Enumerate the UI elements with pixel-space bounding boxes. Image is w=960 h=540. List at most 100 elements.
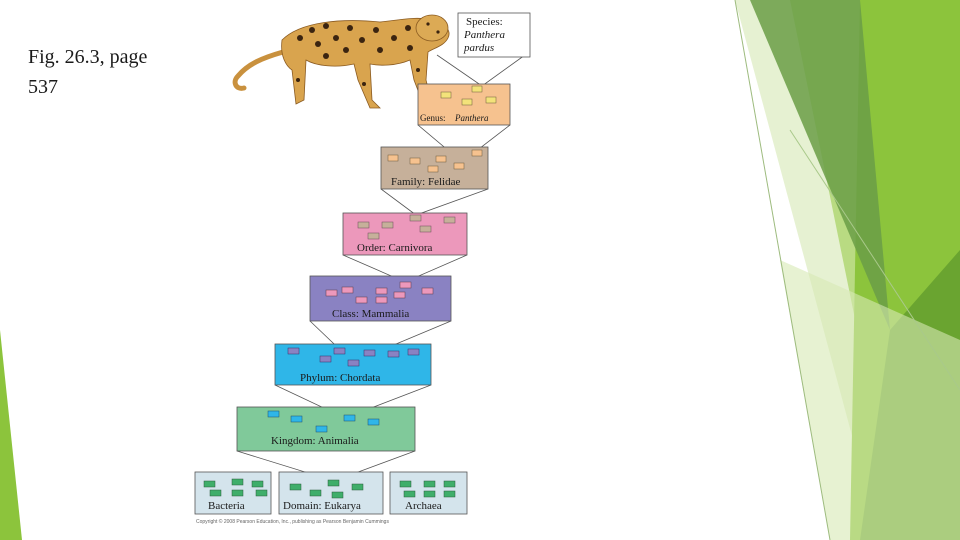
family-member <box>471 149 483 157</box>
phylum-member <box>387 350 400 358</box>
eukarya-member <box>351 483 364 491</box>
eukarya-member <box>331 491 344 499</box>
leopard-spot <box>315 41 321 47</box>
domain-label-eukarya: Domain: Eukarya <box>283 500 361 512</box>
order-member <box>367 232 380 240</box>
phylum-member <box>347 359 360 367</box>
bacteria-member <box>203 480 216 488</box>
order-member <box>357 221 370 229</box>
kingdom-member <box>290 415 303 423</box>
domain-label-bacteria: Bacteria <box>208 500 245 512</box>
class-member <box>341 286 354 294</box>
order-member <box>443 216 456 224</box>
phylum-member <box>333 347 346 355</box>
order-member <box>381 221 394 229</box>
leopard-spot <box>323 53 329 59</box>
archaea-member <box>443 480 456 488</box>
archaea-member <box>399 480 412 488</box>
eukarya-member <box>327 479 340 487</box>
domain-label-archaea: Archaea <box>405 500 442 512</box>
species-genus-word: Panthera <box>463 29 505 41</box>
species-label: Species: <box>466 16 503 28</box>
species-box <box>457 12 531 58</box>
funnel-species-genus <box>436 54 526 87</box>
class-member <box>375 287 388 295</box>
family-member <box>387 154 399 162</box>
leopard-spot <box>297 35 303 41</box>
order-member <box>419 225 432 233</box>
kingdom-label: Kingdom: Animalia <box>271 435 359 447</box>
genus-label: Genus: <box>420 113 446 123</box>
leopard-spot <box>436 30 440 34</box>
archaea-member <box>423 490 436 498</box>
class-member <box>325 289 338 297</box>
kingdom-member <box>315 425 328 433</box>
class-label: Class: Mammalia <box>332 308 409 320</box>
bacteria-member <box>251 480 264 488</box>
genus-member <box>440 91 452 99</box>
facet-line <box>789 129 960 391</box>
kingdom-member <box>367 418 380 426</box>
phylum-member <box>407 348 420 356</box>
leopard-spot <box>391 35 397 41</box>
leopard-spot <box>343 47 349 53</box>
phylum-member <box>287 347 300 355</box>
leopard-spot <box>333 35 339 41</box>
eukarya-member <box>309 489 322 497</box>
leopard-spot <box>359 37 365 43</box>
phylum-label: Phylum: Chordata <box>300 372 380 384</box>
figure-caption: Fig. 26.3, page 537 <box>28 42 147 102</box>
funnel-family-order <box>380 188 489 216</box>
caption-line-1: Fig. 26.3, page <box>28 46 148 68</box>
leopard-spot <box>426 22 430 26</box>
copyright-notice: Copyright © 2008 Pearson Education, Inc.… <box>196 518 389 525</box>
archaea-member <box>443 490 456 498</box>
class-member <box>355 296 368 304</box>
kingdom-member <box>267 410 280 418</box>
leopard-spot <box>323 23 329 29</box>
leopard-body <box>281 17 450 109</box>
class-member <box>393 291 406 299</box>
genus-name: Panthera <box>454 113 489 123</box>
class-member <box>421 287 434 295</box>
order-label: Order: Carnivora <box>357 242 433 254</box>
right-dark-green-facet <box>750 0 890 330</box>
bacteria-member <box>231 489 244 497</box>
archaea-member <box>403 490 416 498</box>
class-member <box>399 281 412 289</box>
leopard-head <box>415 14 449 42</box>
family-member <box>435 155 447 163</box>
bacteria-member <box>209 489 222 497</box>
genus-member <box>471 85 483 93</box>
genus-member <box>485 96 497 104</box>
eukarya-member <box>289 483 302 491</box>
leopard-spot <box>373 27 379 33</box>
leopard-spot <box>407 45 413 51</box>
leopard-spot <box>347 25 353 31</box>
class-member <box>375 296 388 304</box>
archaea-member <box>423 480 436 488</box>
leopard-tail <box>232 49 286 91</box>
caption-line-2: 537 <box>28 76 58 98</box>
leopard-spot <box>405 25 411 31</box>
family-member <box>453 162 465 170</box>
species-species-word: pardus <box>463 42 494 54</box>
facet-line <box>734 0 831 540</box>
left-green-sliver <box>0 330 22 540</box>
leopard-spot <box>377 47 383 53</box>
bacteria-member <box>231 478 244 486</box>
family-member <box>409 157 421 165</box>
order-member <box>409 214 422 222</box>
kingdom-member <box>343 414 356 422</box>
domain-box-eukarya <box>278 471 384 515</box>
family-member <box>427 165 439 173</box>
phylum-member <box>363 349 376 357</box>
leopard-spot <box>296 78 300 82</box>
leopard-illustration <box>232 14 450 109</box>
family-label: Family: Felidae <box>391 176 460 188</box>
leopard-spot <box>362 82 366 86</box>
leopard-spot <box>309 27 315 33</box>
bacteria-member <box>255 489 268 497</box>
